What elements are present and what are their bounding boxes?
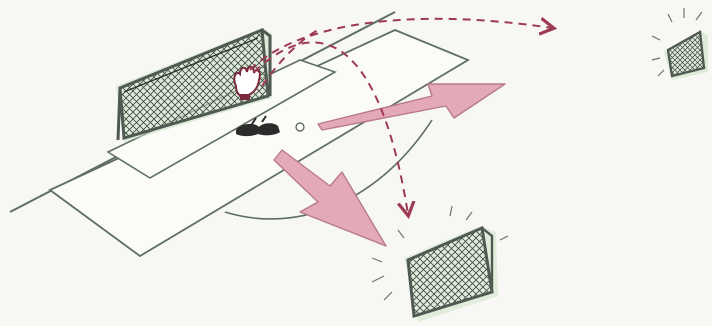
ball-icon — [296, 123, 304, 131]
pass-arrow-down — [274, 150, 386, 246]
mini-goal-icon — [372, 206, 508, 322]
mini-goal-icon — [652, 8, 708, 80]
